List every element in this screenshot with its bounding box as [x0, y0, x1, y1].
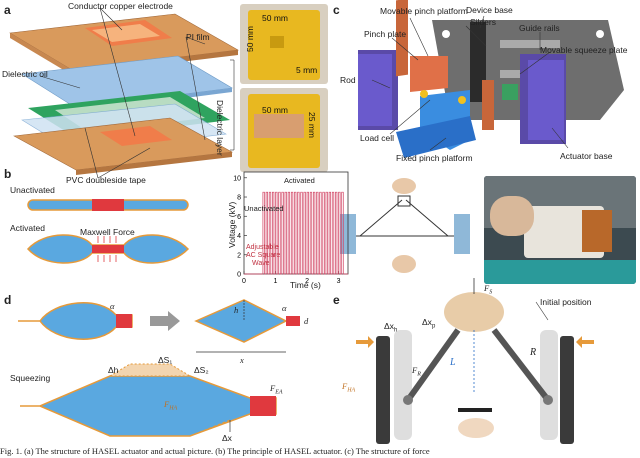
figure-caption: Fig. 1. (a) The structure of HASEL actua… [0, 446, 430, 456]
chart-activated: Activated [284, 176, 315, 185]
panel-label-c: c [333, 3, 340, 17]
label-delta-xp: Δxp [422, 317, 436, 330]
label-l: L [450, 357, 456, 368]
label-delta-x: Δx [222, 433, 232, 443]
chart-wave-line1: Adjustable [246, 244, 279, 251]
voltage-series-line [244, 191, 348, 275]
label-alpha-left: α [110, 301, 115, 311]
y-tick-label: 0 [237, 272, 241, 279]
label-load-cell: Load cell [360, 133, 395, 143]
label-r: R [530, 347, 537, 358]
actuator-photo-square [240, 4, 328, 84]
label-f-ha-d: FHA [164, 399, 178, 412]
label-activated: Activated [10, 223, 45, 233]
y-tick-label: 10 [233, 175, 241, 182]
label-actuator-base: Actuator base [560, 151, 613, 161]
label-unactivated: Unactivated [10, 185, 55, 195]
label-d: d [304, 316, 309, 326]
label-squeezing: Squeezing [10, 373, 51, 383]
photo2-width: 50 mm [262, 105, 288, 115]
label-guide-rails: Guide rails [519, 23, 560, 33]
label-dielectric-oil: Dielectric oil [2, 69, 48, 79]
label-maxwell-force: Maxwell Force [80, 227, 135, 237]
label-delta-xh: Δxh [384, 321, 398, 334]
panel-label-d: d [4, 293, 12, 307]
photo1-slot: 5 mm [296, 65, 318, 75]
label-alpha-right: α [282, 303, 287, 313]
label-silders: Silders [470, 17, 496, 27]
actuator-photo-rect [240, 88, 328, 172]
label-initial-position: Initial position [540, 297, 592, 307]
label-pvc-tape: PVC doubleside tape [66, 175, 146, 185]
label-movable-pinch-platform: Movable pinch platform [380, 6, 468, 16]
photo1-width: 50 mm [262, 13, 288, 23]
y-tick-label: 6 [237, 214, 241, 221]
label-movable-squeeze-plate: Movable squeeze plate [540, 45, 628, 55]
label-pi-film: PI film [186, 32, 210, 42]
chart-xlabel: Time (s) [290, 280, 321, 290]
label-delta-s2: ΔS₂ [194, 365, 209, 375]
label-delta-h: Δh [108, 365, 119, 375]
chart-unactivated: Unactivated [244, 204, 284, 213]
label-fixed-pinch-platform: Fixed pinch platform [396, 153, 473, 163]
label-device-base: Device base [466, 5, 513, 15]
x-tick-label: 2 [305, 278, 309, 285]
label-x: x [240, 355, 244, 365]
label-conductor-electrode: Conductor copper electrode [68, 1, 173, 11]
panel-label-e: e [333, 293, 340, 307]
label-pinch-plate: Pinch plate [364, 29, 407, 39]
y-tick-label: 8 [237, 195, 241, 202]
label-f-r: FR [412, 365, 421, 378]
panel-label-b: b [4, 167, 12, 181]
y-tick-label: 2 [237, 252, 241, 259]
x-tick-label: 0 [242, 278, 246, 285]
label-h: h [234, 305, 239, 315]
y-tick-label: 4 [237, 233, 241, 240]
label-rod: Rod [340, 75, 356, 85]
panel-label-a: a [4, 3, 11, 17]
label-delta-s1: ΔS₁ [158, 355, 173, 365]
label-f-s: FS [484, 283, 493, 296]
chart-wave-line3: Wave [252, 260, 270, 267]
label-f-ha-e: FHA [342, 381, 356, 394]
label-f-ea: FEA [270, 383, 283, 396]
chart-wave-line2: AC Square [246, 252, 281, 259]
device-photo [484, 176, 636, 284]
x-tick-label: 3 [337, 278, 341, 285]
x-tick-label: 1 [274, 278, 278, 285]
